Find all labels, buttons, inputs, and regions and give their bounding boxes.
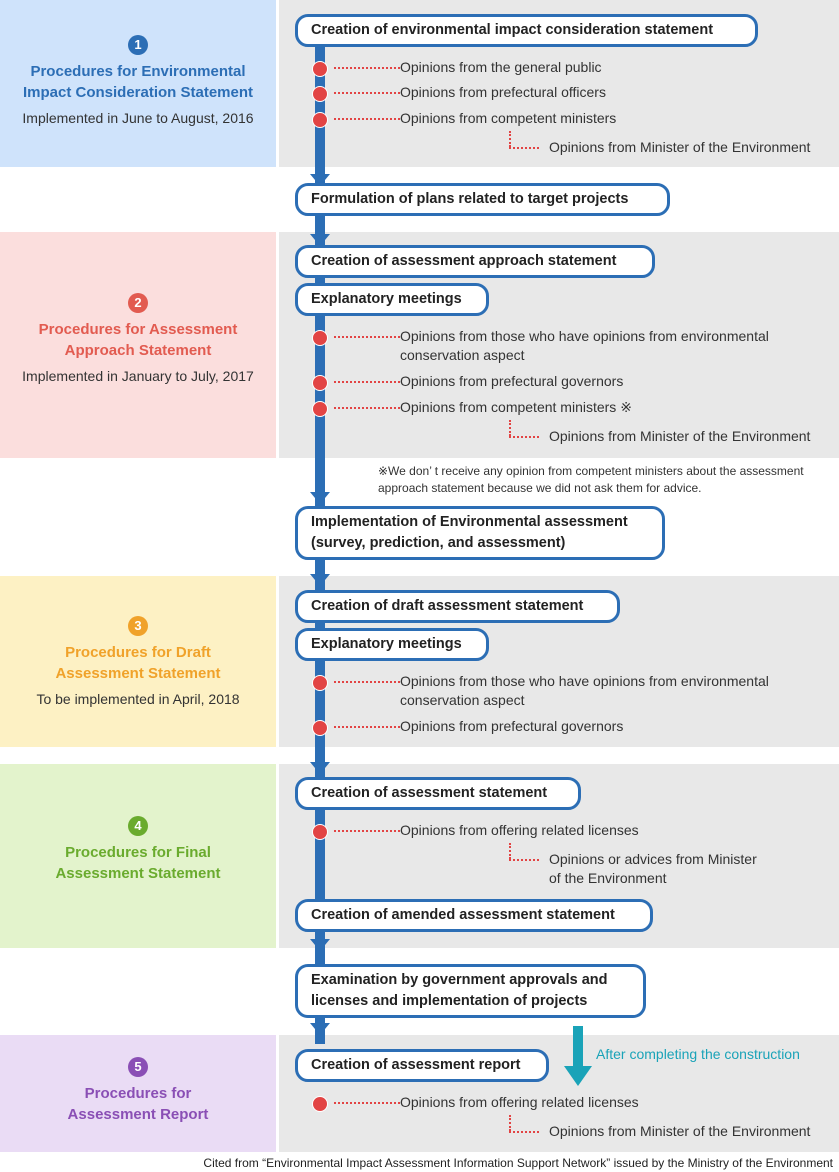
dotted-connector [509,147,539,149]
dotted-connector [334,92,400,94]
opinion-text: Opinions from prefectural governors [400,718,624,734]
section-4-panel: 4 Procedures for Final Assessment Statem… [0,764,276,948]
opinion-text: Opinions from competent ministers ※ [400,399,632,415]
section-4-number: 4 [128,816,148,836]
opinion-text: Opinions from those who have opinions fr… [400,328,769,363]
flow-arrowhead [310,939,330,951]
step-impact-consideration-statement: Creation of environmental impact conside… [295,14,758,47]
step-explanatory-meetings: Explanatory meetings [295,628,489,661]
citation: Cited from “Environmental Impact Assessm… [203,1156,833,1170]
step-implementation-of-assessment: Implementation of Environmental assessme… [295,506,665,560]
section-3-panel: 3 Procedures for Draft Assessment Statem… [0,576,276,747]
opinion-text: Opinions from the general public [400,59,602,75]
section-2-number: 2 [128,293,148,313]
opinion-dot-icon [312,61,328,77]
dotted-connector [334,830,400,832]
dotted-connector [509,131,511,147]
flow-arrowhead [310,234,330,246]
opinion-dot-icon [312,720,328,736]
step-formulation-of-plans: Formulation of plans related to target p… [295,183,670,216]
section-2-title: Procedures for Assessment Approach State… [38,321,238,359]
construction-arrowhead-icon [564,1066,592,1086]
dotted-connector [509,1115,511,1131]
section-1-heading: 1 Procedures for Environmental Impact Co… [0,35,276,128]
section-3-subtitle: To be implemented in April, 2018 [36,691,240,707]
flow-arrowhead [310,574,330,586]
section-1-number: 1 [128,35,148,55]
flow-arrowhead [310,492,330,504]
footnote: ※We don’ t receive any opinion from comp… [378,464,804,495]
dotted-connector [334,336,400,338]
dotted-connector [334,726,400,728]
section-3-title: Procedures for Draft Assessment Statemen… [55,644,221,682]
dotted-connector [509,859,539,861]
dotted-connector [334,407,400,409]
opinion-text: Opinions from those who have opinions fr… [400,673,769,708]
opinion-text: Opinions from offering related licenses [400,822,639,838]
step-amended-assessment-statement: Creation of amended assessment statement [295,899,653,932]
step-assessment-approach-statement: Creation of assessment approach statemen… [295,245,655,278]
step-assessment-statement: Creation of assessment statement [295,777,581,810]
opinion-dot-icon [312,375,328,391]
dotted-connector [334,681,400,683]
dotted-connector [334,67,400,69]
step-draft-assessment-statement: Creation of draft assessment statement [295,590,620,623]
construction-label: After completing the construction [596,1046,800,1062]
step-explanatory-meetings: Explanatory meetings [295,283,489,316]
opinion-text: Opinions from offering related licenses [400,1094,639,1110]
dotted-connector [509,1131,539,1133]
opinion-dot-icon [312,675,328,691]
section-3-heading: 3 Procedures for Draft Assessment Statem… [0,616,276,709]
section-4-title: Procedures for Final Assessment Statemen… [55,844,221,882]
section-3-number: 3 [128,616,148,636]
section-1-title: Procedures for Environmental Impact Cons… [22,63,254,101]
dotted-connector [509,420,511,436]
section-5-panel: 5 Procedures for Assessment Report [0,1035,276,1152]
opinion-dot-icon [312,401,328,417]
section-1-panel: 1 Procedures for Environmental Impact Co… [0,0,276,167]
section-2-panel: 2 Procedures for Assessment Approach Sta… [0,232,276,458]
opinion-text: Opinions from prefectural officers [400,84,606,100]
dotted-connector [334,1102,400,1104]
section-4-heading: 4 Procedures for Final Assessment Statem… [0,816,276,884]
opinion-text: Opinions from prefectural governors [400,373,624,389]
opinion-dot-icon [312,1096,328,1112]
section-5-number: 5 [128,1057,148,1077]
env-opinion-text: Opinions or advices from Minister of the… [549,851,757,886]
opinion-dot-icon [312,112,328,128]
env-opinion-text: Opinions from Minister of the Environmen… [549,1123,811,1139]
section-5-heading: 5 Procedures for Assessment Report [0,1057,276,1125]
opinion-dot-icon [312,330,328,346]
env-opinion-text: Opinions from Minister of the Environmen… [549,139,811,155]
opinion-dot-icon [312,824,328,840]
section-2-heading: 2 Procedures for Assessment Approach Sta… [0,293,276,386]
dotted-connector [334,118,400,120]
flow-arrowhead [310,1023,330,1035]
flow-arrowhead [310,762,330,774]
step-assessment-report: Creation of assessment report [295,1049,549,1082]
step-examination-and-implementation: Examination by government approvals and … [295,964,646,1018]
env-opinion-text: Opinions from Minister of the Environmen… [549,428,811,444]
dotted-connector [509,436,539,438]
dotted-connector [509,843,511,859]
opinion-dot-icon [312,86,328,102]
section-5-title: Procedures for Assessment Report [67,1085,209,1123]
section-2-subtitle: Implemented in January to July, 2017 [22,368,254,384]
opinion-text: Opinions from competent ministers [400,110,617,126]
section-1-subtitle: Implemented in June to August, 2016 [22,110,254,126]
construction-arrow-icon [573,1026,583,1068]
dotted-connector [334,381,400,383]
